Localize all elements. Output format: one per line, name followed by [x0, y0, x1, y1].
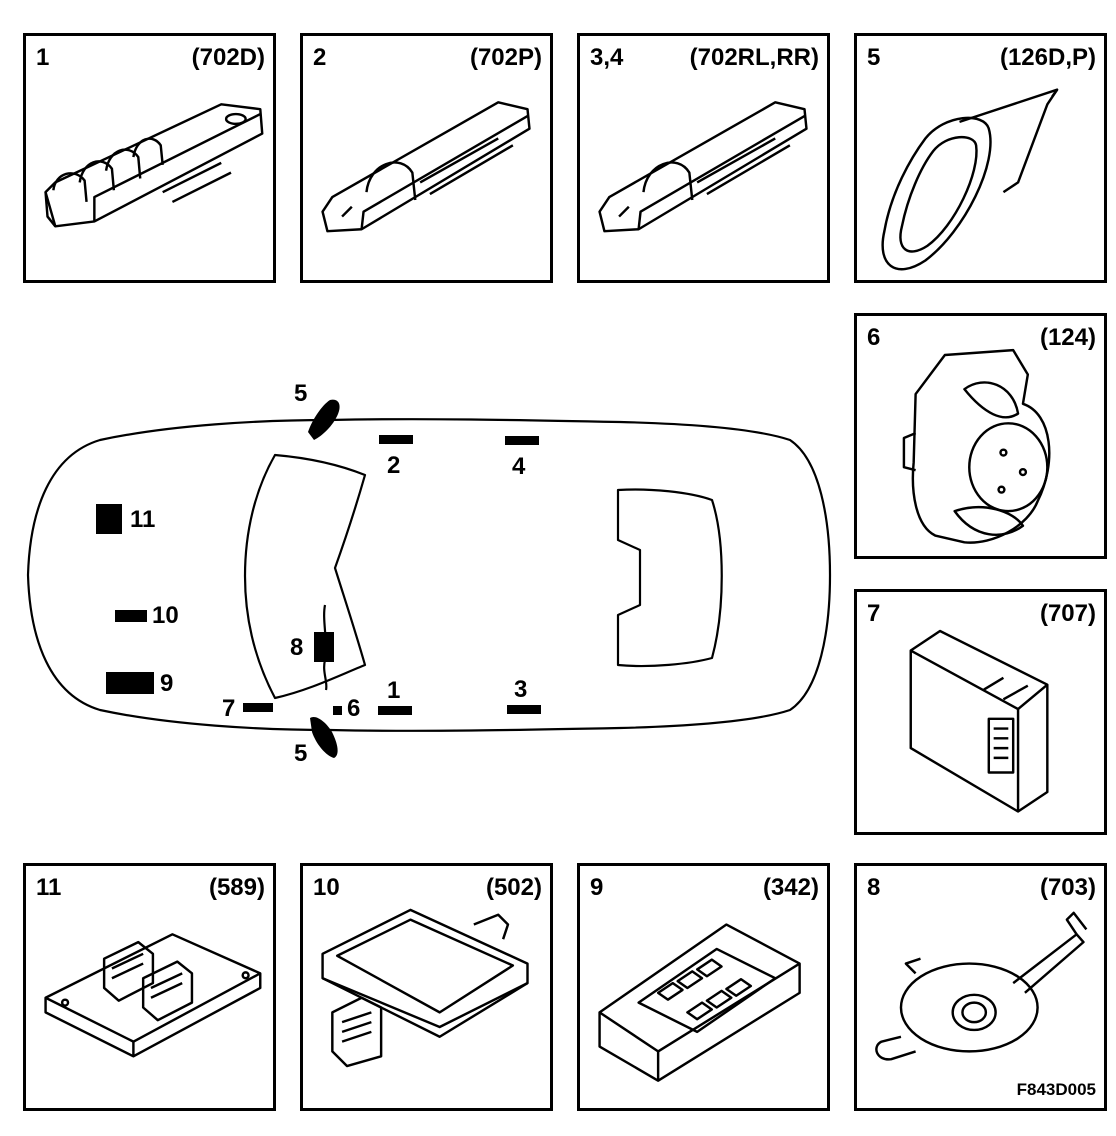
- marker-10: [115, 610, 147, 622]
- airbag-module-illustration: [321, 908, 529, 1068]
- control-module-illustration: [909, 629, 1049, 813]
- right-mirror-marker: [310, 716, 338, 758]
- marker-7: [243, 703, 273, 712]
- panel-code: (342): [762, 874, 819, 901]
- component-panel-1: 1 (702D): [23, 33, 276, 283]
- car-label-6: 6: [347, 695, 361, 722]
- component-panel-5: 5 (126D,P): [854, 33, 1107, 283]
- panel-number: 1: [36, 44, 50, 71]
- panel-code: (124): [1039, 324, 1096, 351]
- car-label-mirror-left: 5: [294, 380, 308, 407]
- component-panel-7: 7 (707): [854, 589, 1107, 835]
- left-mirror-marker: [308, 399, 340, 440]
- car-label-mirror-right: 5: [294, 740, 308, 767]
- car-label-4: 4: [512, 453, 526, 480]
- seat-control-switch-illustration: [902, 348, 1051, 544]
- panel-number: 10: [313, 874, 340, 901]
- component-panel-11: 11 (589): [23, 863, 276, 1111]
- component-panel-9: 9 (342): [577, 863, 830, 1111]
- car-label-8: 8: [290, 634, 304, 661]
- component-panel-2: 2 (702P): [300, 33, 553, 283]
- panel-number: 5: [867, 44, 881, 71]
- marker-6: [333, 706, 342, 715]
- panel-code: (703): [1039, 874, 1096, 901]
- marker-4: [505, 436, 539, 445]
- car-label-10: 10: [152, 602, 179, 629]
- panel-code: (702RL,RR): [689, 44, 819, 71]
- panel-number: 11: [36, 874, 62, 901]
- component-panel-3-4: 3,4 (702RL,RR): [577, 33, 830, 283]
- panel-code: (126D,P): [999, 44, 1096, 71]
- car-label-11: 11: [130, 506, 156, 533]
- rear-window-switch-illustration: [598, 101, 808, 233]
- car-label-7: 7: [222, 695, 236, 722]
- engine-control-module-illustration: [44, 933, 262, 1058]
- marker-8: [314, 632, 334, 662]
- steering-column-switch-illustration: [875, 911, 1088, 1061]
- car-label-1: 1: [387, 677, 401, 704]
- marker-9: [106, 672, 154, 694]
- fuse-relay-box-illustration: [598, 923, 801, 1082]
- panel-number: 3,4: [590, 44, 624, 71]
- driver-window-switch-illustration: [44, 103, 264, 228]
- car-label-3: 3: [514, 676, 528, 703]
- panel-number: 6: [867, 324, 881, 351]
- passenger-window-switch-illustration: [321, 101, 531, 233]
- component-panel-8: 8 (703) F843D005: [854, 863, 1107, 1111]
- panel-number: 9: [590, 874, 604, 901]
- panel-code: (707): [1039, 600, 1096, 627]
- marker-11: [96, 504, 122, 534]
- marker-1: [378, 706, 412, 715]
- panel-code: (589): [208, 874, 265, 901]
- component-panel-10: 10 (502): [300, 863, 553, 1111]
- panel-code: (502): [485, 874, 542, 901]
- panel-number: 8: [867, 874, 881, 901]
- component-panel-6: 6 (124): [854, 313, 1107, 559]
- panel-number: 2: [313, 44, 327, 71]
- mirror-markers: [308, 399, 340, 758]
- panel-number: 7: [867, 600, 881, 627]
- panel-code: (702D): [191, 44, 265, 71]
- door-mirror-illustration: [881, 88, 1059, 271]
- car-label-9: 9: [160, 670, 174, 697]
- marker-3: [507, 705, 541, 714]
- car-label-2: 2: [387, 452, 401, 479]
- document-id: F843D005: [1016, 1080, 1096, 1099]
- marker-2: [379, 435, 413, 444]
- panel-code: (702P): [469, 44, 542, 71]
